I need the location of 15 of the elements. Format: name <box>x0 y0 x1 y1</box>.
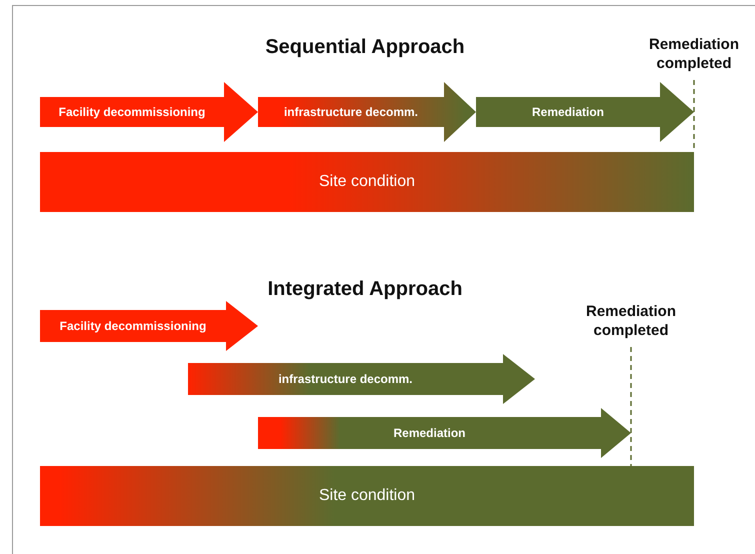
shape-label: Site condition <box>318 487 416 505</box>
milestone-line <box>630 347 632 466</box>
shape-label: infrastructure decomm. <box>284 105 418 119</box>
shape-label: Remediation <box>393 426 466 440</box>
shape-label: Facility decommissioning <box>58 105 206 119</box>
condition-bar <box>40 152 694 212</box>
milestone-label: Remediation completed <box>572 303 690 340</box>
shape-label: Site condition <box>318 173 416 191</box>
shape-label: Remediation <box>532 105 604 119</box>
shape-label: Facility decommissioning <box>60 319 206 333</box>
shape-label: infrastructure decomm. <box>278 372 413 386</box>
condition-bar <box>40 466 694 526</box>
milestone-label: Remediation completed <box>635 36 753 74</box>
section-heading: Sequential Approach <box>264 36 466 59</box>
section-heading: Integrated Approach <box>266 278 464 301</box>
